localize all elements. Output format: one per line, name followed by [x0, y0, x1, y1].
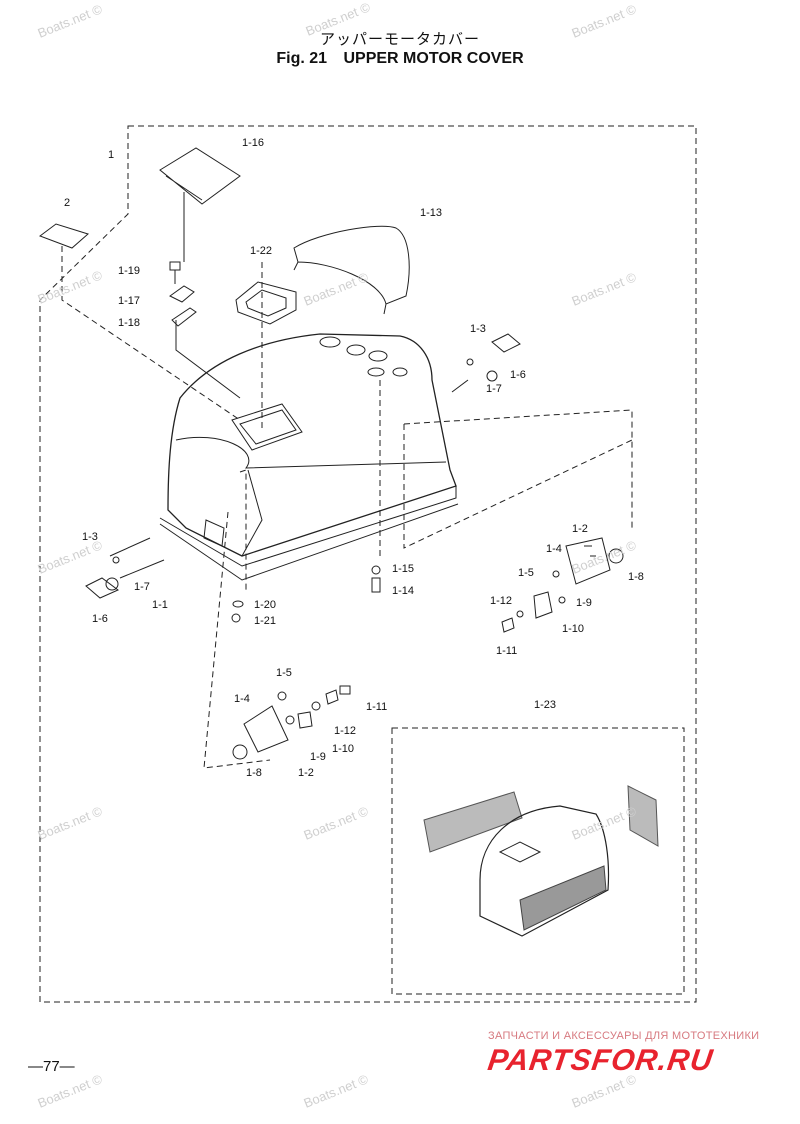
label-1-16: 1-16: [242, 137, 264, 149]
label-2: 2: [64, 197, 70, 209]
watermark: Boats.net ©: [36, 803, 105, 843]
label-1-14: 1-14: [392, 585, 414, 597]
bracket-1-2-left: [232, 685, 351, 760]
label-1: 1: [108, 149, 114, 161]
label-1-15: 1-15: [392, 563, 414, 575]
label-1-12-left: 1-12: [334, 725, 356, 737]
label-1-6-upper: 1-6: [510, 369, 526, 381]
label-1-5-left: 1-5: [276, 667, 292, 679]
label-1-2-right: 1-2: [572, 523, 588, 535]
partsfor-logo[interactable]: PARTSFOR.RU: [485, 1044, 716, 1077]
watermark: Boats.net ©: [570, 269, 639, 309]
title-japanese: アッパーモータカバー: [319, 30, 480, 48]
latch-1-6-upper: [491, 333, 521, 353]
label-1-3-upper: 1-3: [470, 323, 486, 335]
seal-1-22: [235, 281, 297, 325]
motor-cover: [159, 333, 459, 581]
label-1-3-lower: 1-3: [82, 531, 98, 543]
page-number: —77—: [28, 1058, 75, 1075]
label-1-8-left: 1-8: [246, 767, 262, 779]
label-1-7-upper: 1-7: [486, 383, 502, 395]
watermark: Boats.net ©: [36, 267, 105, 307]
label-1-1: 1-1: [152, 599, 168, 611]
label-1-12-right: 1-12: [490, 595, 512, 607]
watermark: Boats.net ©: [36, 1071, 105, 1111]
label-1-11-right: 1-11: [496, 645, 517, 657]
bolt-1-19: [169, 261, 181, 284]
label-1-2-left: 1-2: [298, 767, 314, 779]
watermark: Boats.net ©: [36, 1, 105, 41]
watermark: Boats.net ©: [36, 537, 105, 577]
label-1-9-left: 1-9: [310, 751, 326, 763]
clip-1-17: [169, 285, 195, 303]
bracket-1-2-right: [501, 537, 624, 633]
label-1-9-right: 1-9: [576, 597, 592, 609]
label-1-10-right: 1-10: [562, 623, 584, 635]
watermark: Boats.net ©: [302, 269, 371, 309]
figure-name: UPPER MOTOR COVER: [343, 50, 524, 67]
watermark: Boats.net ©: [570, 1, 639, 41]
decal-2: [38, 223, 90, 249]
label-1-5-right: 1-5: [518, 567, 534, 579]
label-1-10-left: 1-10: [332, 743, 354, 755]
label-1-19: 1-19: [118, 265, 140, 277]
label-1-6-lower: 1-6: [92, 613, 108, 625]
label-1-8-right: 1-8: [628, 571, 644, 583]
label-1-22: 1-22: [250, 245, 272, 257]
label-1-13: 1-13: [420, 207, 442, 219]
plate-1-18: [171, 307, 197, 327]
watermark: Boats.net ©: [304, 0, 373, 39]
label-1-7-lower: 1-7: [134, 581, 150, 593]
latch-1-6-lower: [85, 577, 119, 599]
label-1-23: 1-23: [534, 699, 556, 711]
decal-set-boundary: [391, 727, 685, 995]
watermark: Boats.net ©: [302, 1071, 371, 1111]
label-1-18: 1-18: [118, 317, 140, 329]
panel-1-16: [159, 147, 241, 205]
watermark: Boats.net ©: [302, 803, 371, 843]
label-1-11-left: 1-11: [366, 701, 387, 713]
label-1-17: 1-17: [118, 295, 140, 307]
label-1-4-right: 1-4: [546, 543, 562, 555]
label-1-4-left: 1-4: [234, 693, 250, 705]
decal-set-illustration-1-23: [423, 785, 659, 937]
assembly-boundary: [39, 125, 697, 1003]
label-1-21: 1-21: [254, 615, 276, 627]
figure-title: Fig. 21 UPPER MOTOR COVER: [0, 50, 800, 68]
label-1-20: 1-20: [254, 599, 276, 611]
footer-tagline: ЗАПЧАСТИ И АКСЕССУАРЫ ДЛЯ МОТОТЕХНИКИ: [488, 1030, 760, 1042]
intake-cover-1-13: [293, 225, 410, 315]
figure-number: Fig. 21: [276, 50, 328, 67]
